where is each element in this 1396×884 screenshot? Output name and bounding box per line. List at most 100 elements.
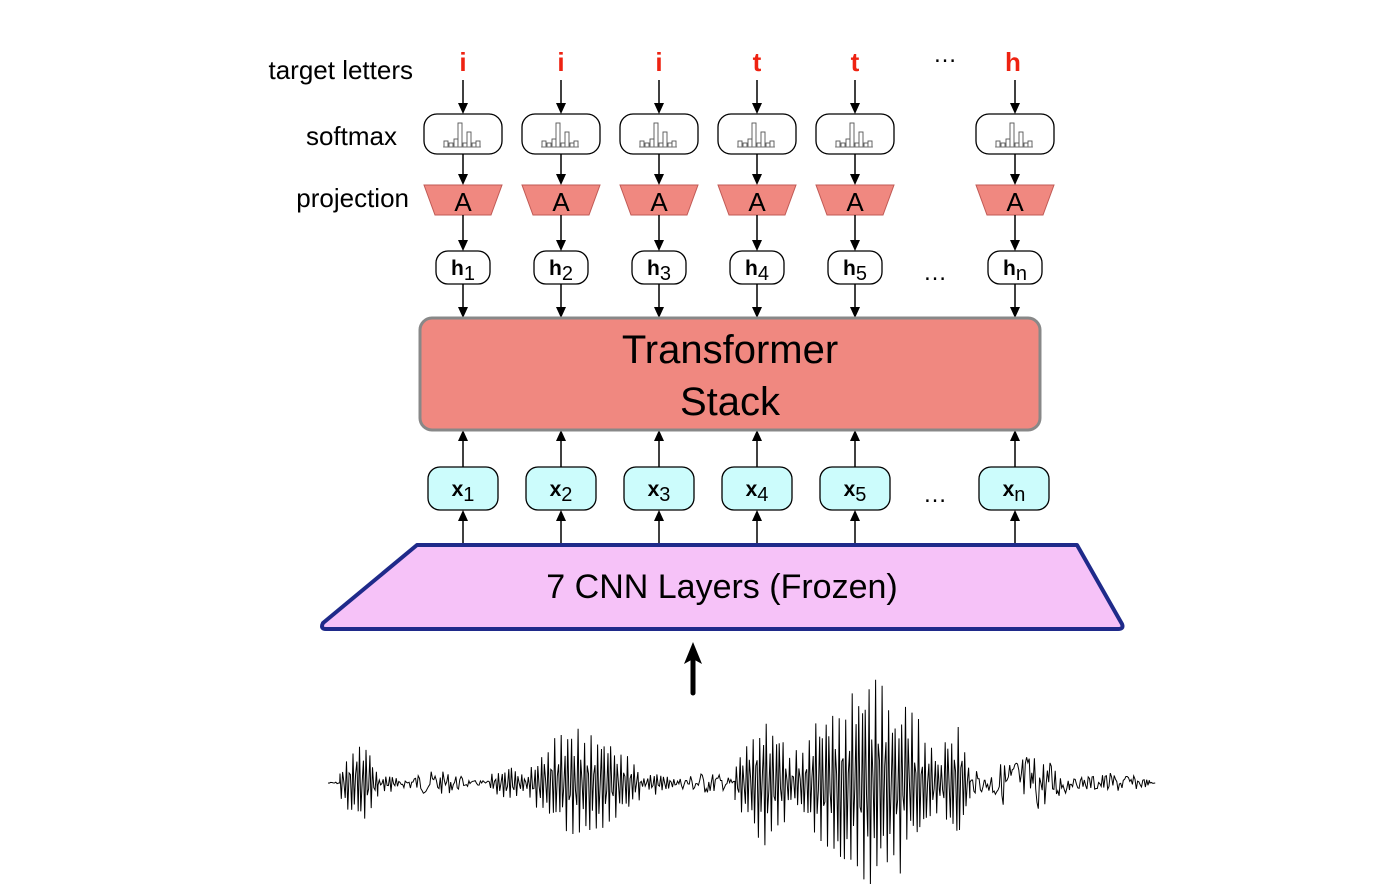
arrow-projection-to-hidden [458,215,468,251]
transformer-stack: Transformer Stack [418,316,1042,432]
arrow-projection-to-hidden [850,215,860,251]
arrowhead-icon [458,240,468,251]
hidden-state-box: hn [987,250,1043,285]
arrowhead-icon [458,307,468,318]
hidden-state-label: h1 [451,257,475,285]
arrowhead-icon [556,240,566,251]
input-feature-box: x2 [525,466,597,511]
histogram-icon [639,122,677,148]
hidden-state-box: h4 [729,250,785,285]
arrowhead-icon [556,174,566,185]
projection-label: A [650,187,668,217]
arrow-target-to-softmax [556,80,566,114]
arrow-input-to-transformer [556,430,566,467]
arrow-cnn-to-input [1010,510,1020,545]
arrowhead-icon [850,307,860,318]
hidden-state-box: h3 [631,250,687,285]
arrow-softmax-to-projection [654,154,664,185]
arrow-projection-to-hidden [556,215,566,251]
waveform-trace [327,679,1156,884]
arrowhead-icon [458,174,468,185]
input-feature-label: x1 [452,478,475,506]
projection-layer: A [717,184,797,217]
row-label-target-letters: target letters [268,55,413,85]
arrowhead-icon [752,240,762,251]
arrow-softmax-to-projection [1010,154,1020,185]
arrow-softmax-to-projection [850,154,860,185]
input-feature-box: x4 [721,466,793,511]
softmax-box [521,113,601,155]
projection-label: A [846,187,864,217]
projection-layer: A [815,184,895,217]
arrow-projection-to-hidden [654,215,664,251]
cnn-trapezoid [320,543,1125,631]
arrowhead-icon [850,510,860,521]
arrow-hidden-to-transformer [1010,284,1020,318]
arrowhead-icon [458,510,468,521]
arrow-input-to-transformer [654,430,664,467]
histogram-icon [541,122,579,148]
arrowhead-icon [556,103,566,114]
softmax-row [423,113,1055,155]
histogram-icon [443,122,481,148]
hidden-state-box: h1 [435,250,491,285]
arrowhead-icon [556,307,566,318]
softmax-box [423,113,503,155]
arrowhead-icon [654,103,664,114]
ellipsis: … [923,259,947,286]
transformer-label-line1: Transformer [622,328,838,372]
arrowhead-icon [850,240,860,251]
arrow-hidden-to-transformer [458,284,468,318]
hidden-state-box: h2 [533,250,589,285]
arrow-hidden-to-transformer [654,284,664,318]
histogram-icon [835,122,873,148]
row-label-projection: projection [296,183,409,213]
arrow-target-to-softmax [752,80,762,114]
arrow-input-to-transformer [1010,430,1020,467]
arrow-hidden-to-transformer [556,284,566,318]
arrowhead-icon [1010,240,1020,251]
hidden-state-label: h2 [549,257,573,285]
arrow-softmax-to-projection [752,154,762,185]
arrow-cnn-to-input [850,510,860,545]
projection-label: A [748,187,766,217]
hidden-states-row: h1 h2 h3 h4 h5 hn [435,250,1043,285]
input-feature-label: x5 [844,478,867,506]
input-feature-box: xn [978,466,1050,511]
arrowhead-icon [458,430,468,441]
arrowhead-icon [752,510,762,521]
arrowhead-icon [1010,307,1020,318]
arrow-softmax-to-projection [556,154,566,185]
arrowhead-icon [458,103,468,114]
histogram-icon [737,122,775,148]
arrow-softmax-to-projection [458,154,468,185]
hidden-state-box: h5 [827,250,883,285]
arrowhead-icon [1010,430,1020,441]
arrowhead-icon [752,103,762,114]
arrow-projection-to-hidden [752,215,762,251]
arrow-cnn-to-input [752,510,762,545]
arrowhead-icon [752,174,762,185]
arrow-cnn-to-input [654,510,664,545]
input-feature-box: x5 [819,466,891,511]
arrow-target-to-softmax [850,80,860,114]
row-label-softmax: softmax [306,121,397,151]
arrow-target-to-softmax [458,80,468,114]
target-letter: i [655,47,662,77]
input-feature-box: x1 [427,466,499,511]
arrow-hidden-to-transformer [850,284,860,318]
input-feature-box: x3 [623,466,695,511]
arrowhead-icon [752,307,762,318]
arrowhead-icon [850,174,860,185]
ellipsis: … [933,41,957,68]
arrow-input-to-transformer [752,430,762,467]
arrow-up-icon [684,642,702,664]
arrowhead-icon [556,430,566,441]
arrowhead-icon [654,510,664,521]
target-letter: i [459,47,466,77]
arrowhead-icon [1010,174,1020,185]
arrowhead-icon [1010,510,1020,521]
arrow-cnn-to-input [556,510,566,545]
